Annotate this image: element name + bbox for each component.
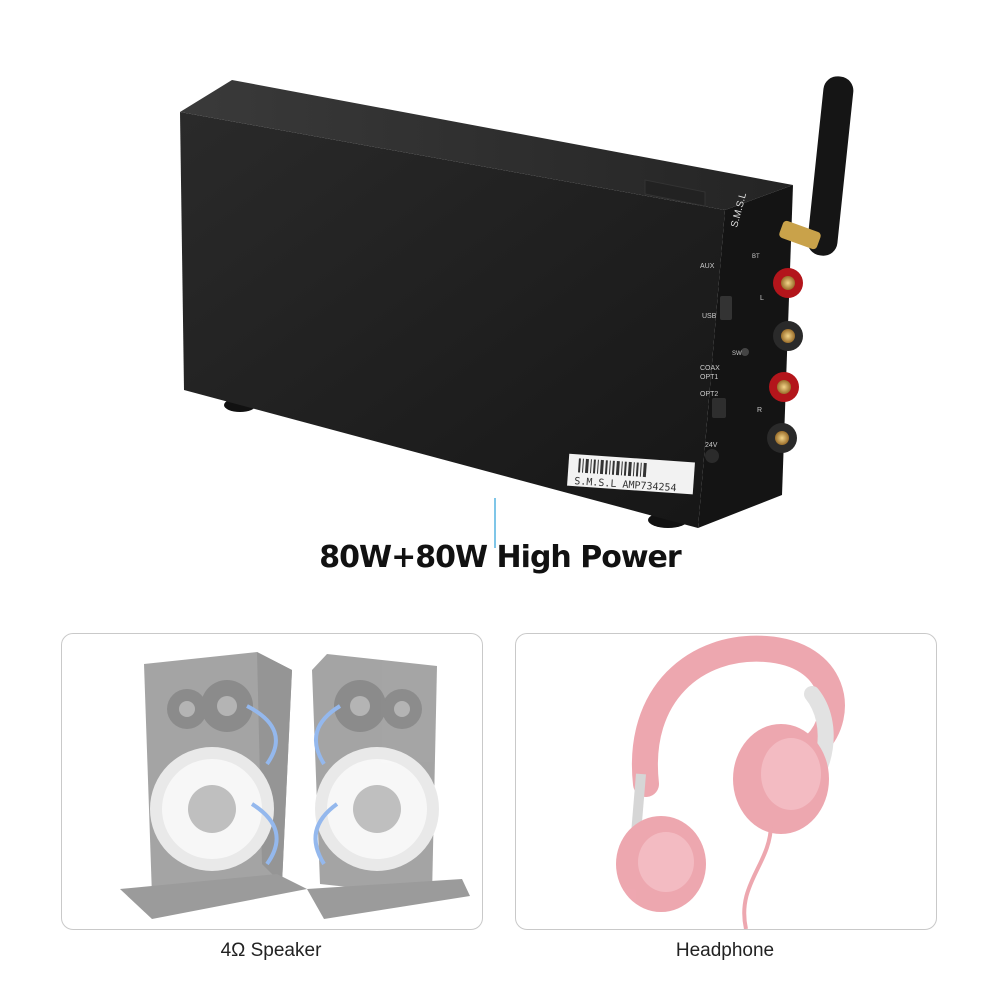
channel-left-label: L	[760, 295, 764, 302]
port-dc-label: 24V	[705, 442, 718, 449]
port-aux-label: AUX	[700, 263, 715, 270]
speaker-caption: 4Ω Speaker	[220, 940, 322, 961]
amplifier-image: S.M.S.L AMP734254 S.M.S.L AUX USB COAX O…	[180, 76, 854, 548]
connector-lines	[494, 498, 496, 548]
port-bt-label: BT	[752, 254, 760, 260]
headphone-image	[616, 635, 845, 929]
port-opt1-label: OPT1	[700, 374, 718, 381]
port-opt2-label: OPT2	[700, 391, 718, 398]
headphone-caption: Headphone	[675, 940, 775, 961]
channel-right-label: R	[757, 407, 762, 414]
port-coax-label: COAX	[700, 365, 720, 372]
speaker-image	[120, 652, 470, 919]
headphone-panel	[515, 633, 937, 930]
port-usb-label: USB	[702, 313, 717, 320]
speaker-panel	[61, 633, 483, 930]
port-sw-label: SW	[732, 351, 742, 357]
headline: 80W+80W High Power	[319, 540, 681, 575]
